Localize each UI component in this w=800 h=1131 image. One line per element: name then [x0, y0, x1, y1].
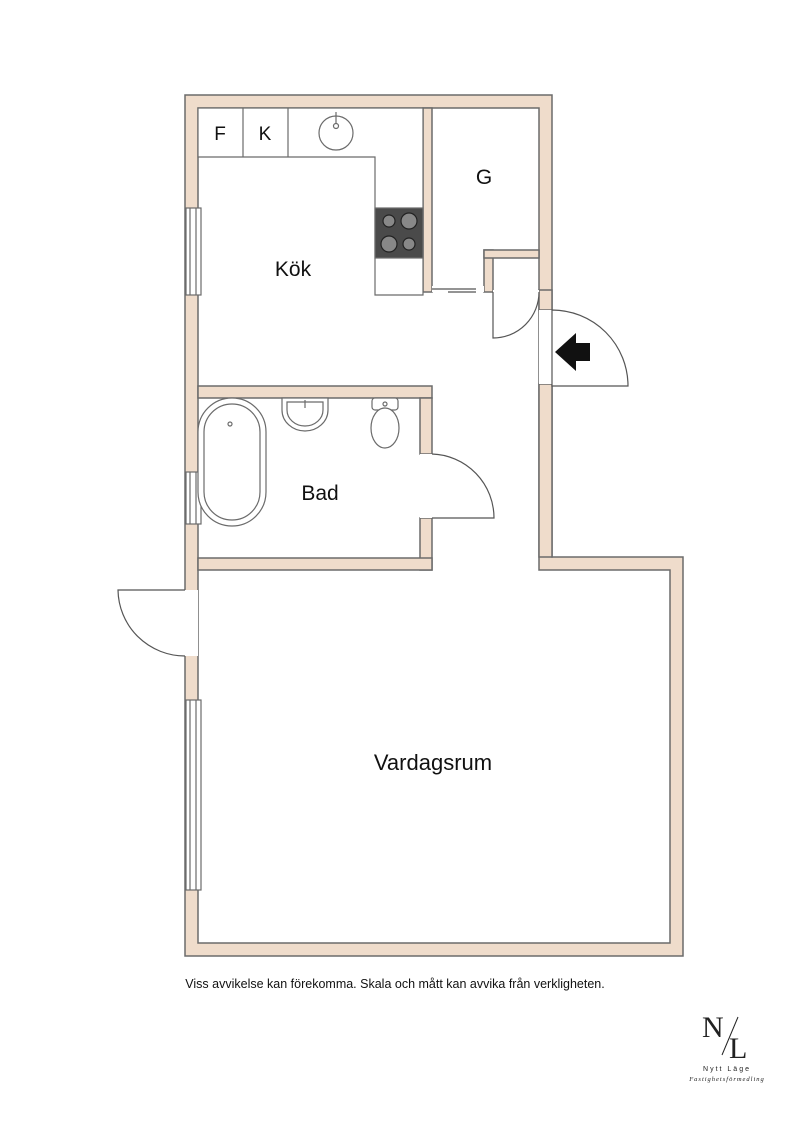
window-living-room — [185, 699, 202, 891]
window-kitchen — [185, 207, 202, 296]
bathroom-door — [420, 453, 495, 519]
room-label-closet: G — [476, 166, 492, 189]
logo-name: Nytt Läge — [703, 1066, 751, 1073]
entrance-arrow-icon — [555, 333, 590, 371]
walls — [184, 94, 684, 957]
logo-letter-l: L — [729, 1032, 747, 1065]
living-room-door — [117, 589, 198, 657]
kitchen-counter — [197, 107, 424, 296]
room-label-living-room: Vardagsrum — [374, 750, 492, 775]
toilet-icon — [370, 397, 400, 449]
appliance-label-fridge: F — [214, 124, 226, 145]
company-logo: N L Nytt Läge Fastighetsförmedling — [688, 1011, 765, 1083]
bathroom-fixtures — [197, 397, 400, 527]
windows — [185, 207, 202, 891]
appliance-label-freezer: K — [259, 124, 272, 145]
room-label-bathroom: Bad — [301, 482, 338, 505]
closet-door — [492, 290, 540, 339]
closet-sliding-door — [432, 286, 484, 293]
stove-icon — [374, 207, 424, 259]
disclaimer-text: Viss avvikelse kan förekomma. Skala och … — [185, 977, 605, 991]
room-label-kitchen: Kök — [275, 258, 312, 281]
logo-tagline: Fastighetsförmedling — [688, 1076, 765, 1083]
logo-letter-n: N — [702, 1011, 724, 1044]
